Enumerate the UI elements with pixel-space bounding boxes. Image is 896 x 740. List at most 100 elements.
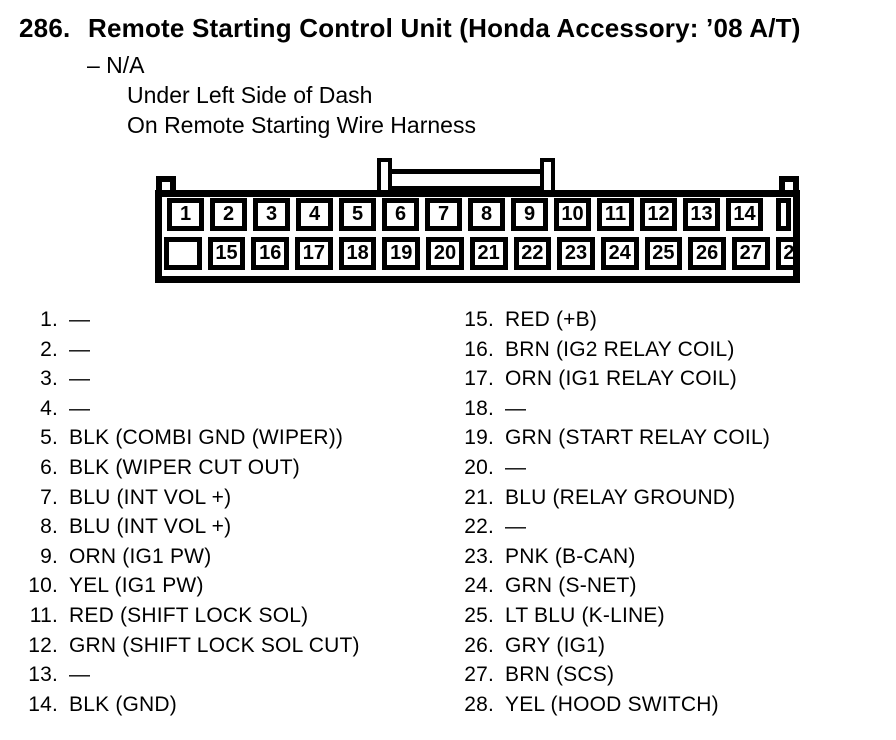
pin-label: BLK (WIPER CUT OUT) [69,455,300,479]
pin-cell-12: 12 [640,198,677,231]
pin-row: 12.GRN (SHIFT LOCK SOL CUT) [21,631,449,661]
pin-label: BLK (GND) [69,692,177,716]
connector-top-filler-cell [776,198,791,231]
pin-row: 13. — [21,660,449,690]
pin-label: — [69,396,91,420]
subtitle-na: – N/A [87,52,145,78]
pin-cell-26: 26 [688,237,726,270]
pin-number: 28. [464,692,494,716]
pin-row: 26. GRY (IG1) [457,631,896,661]
pin-row: 11.RED (SHIFT LOCK SOL) [21,601,449,631]
pin-row: 6. BLK (WIPER CUT OUT) [21,453,449,483]
pin-label: RED (SHIFT LOCK SOL) [69,603,309,627]
pin-label: PNK (B-CAN) [505,544,636,568]
pin-number: 26. [464,633,494,657]
pin-label: — [505,515,527,539]
pin-label: — [69,367,91,391]
pin-number: 3. [40,367,58,391]
pin-label: YEL (HOOD SWITCH) [505,692,719,716]
connector-bottom-filler-cell [164,237,202,270]
pin-label: ORN (IG1 RELAY COIL) [505,367,737,391]
pin-number: 14. [28,692,58,716]
pin-number: 8. [40,515,58,539]
pin-label: BLU (RELAY GROUND) [505,485,736,509]
pin-label: YEL (IG1 PW) [69,574,204,598]
pin-number: 2. [40,337,58,361]
pin-cell-14: 14 [726,198,763,231]
pin-cell-27: 27 [731,237,770,270]
pin-row: 14. BLK (GND) [21,690,449,720]
pin-cell-5: 5 [339,198,376,231]
pin-row: 21.BLU (RELAY GROUND) [457,483,896,513]
pin-number: 9. [40,544,58,568]
pin-row: 15.RED (+B) [457,305,896,335]
pin-number: 13. [28,663,58,687]
pin-row: 19.GRN (START RELAY COIL) [457,423,896,453]
pin-label: BLU (INT VOL +) [69,485,232,509]
pin-number: 22. [464,515,494,539]
pin-row: 16. BRN (IG2 RELAY COIL) [457,335,896,365]
pin-row: 17.ORN (IG1 RELAY COIL) [457,364,896,394]
pin-label: — [69,337,91,361]
pin-number: 12. [28,633,58,657]
pin-row: 8. BLU (INT VOL +) [21,512,449,542]
pin-number: 25. [464,603,494,627]
pin-cell-18: 18 [338,237,377,270]
pin-label: GRN (S-NET) [505,574,637,598]
connector-bottom-row: 1516171819202122232425262728 [162,237,793,270]
page-title: 286.Remote Starting Control Unit (Honda … [19,13,801,44]
pin-row: 20.— [457,453,896,483]
pin-row: 7. BLU (INT VOL +) [21,483,449,513]
pin-row: 18. — [457,394,896,424]
pin-cell-8: 8 [468,198,505,231]
pin-cell-25: 25 [644,237,683,270]
pin-row: 25. LT BLU (K-LINE) [457,601,896,631]
pin-cell-15: 15 [207,237,246,270]
pin-cell-11: 11 [597,198,634,231]
pin-cell-24: 24 [600,237,639,270]
pin-label: BLU (INT VOL +) [69,515,232,539]
location-line-2: On Remote Starting Wire Harness [127,112,476,138]
pin-list: 1.—2. — 3. — 4. — 5. BLK (COMBI GND (WIPER)) 6. B… [0,305,896,719]
pin-row: 1.— [21,305,449,335]
pin-label: BRN (SCS) [505,663,615,687]
pin-cell-17: 17 [295,237,333,270]
pin-label: GRN (START RELAY COIL) [505,426,771,450]
pin-row: 28. YEL (HOOD SWITCH) [457,690,896,720]
pin-number: 10. [28,574,58,598]
pin-number: 6. [40,455,58,479]
pin-number: 4. [40,396,58,420]
pin-number: 7. [40,485,58,509]
pin-list-right-column: 15.RED (+B)16. BRN (IG2 RELAY COIL) 17.ORN… [449,305,896,719]
pin-number: 24. [464,574,494,598]
pin-cell-21: 21 [469,237,508,270]
pin-cell-9: 9 [511,198,548,231]
pin-number: 15. [464,308,494,331]
pin-row: 3. — [21,364,449,394]
pin-row: 22. — [457,512,896,542]
pin-number: 18. [464,396,494,420]
pin-row: 23.PNK (B-CAN) [457,542,896,572]
entry-title: Remote Starting Control Unit (Honda Acce… [88,13,801,43]
pin-row: 4. — [21,394,449,424]
pin-row: 27.BRN (SCS) [457,660,896,690]
pin-number: 16. [464,337,494,361]
location-line-1: Under Left Side of Dash [127,82,373,108]
pin-label: BRN (IG2 RELAY COIL) [505,337,735,361]
pin-number: 20. [464,455,494,479]
pin-cell-3: 3 [253,198,290,231]
pin-label: — [69,663,91,687]
pin-cell-19: 19 [382,237,421,270]
pin-cell-1: 1 [167,198,204,231]
pin-number: 5. [40,426,58,450]
pin-label: LT BLU (K-LINE) [505,603,665,627]
connector-latch-post-right [540,158,555,194]
pin-label: GRY (IG1) [505,633,606,657]
pin-label: BLK (COMBI GND (WIPER)) [69,426,344,450]
pin-row: 5. BLK (COMBI GND (WIPER)) [21,423,449,453]
pin-cell-6: 6 [382,198,419,231]
pin-label: — [505,396,527,420]
